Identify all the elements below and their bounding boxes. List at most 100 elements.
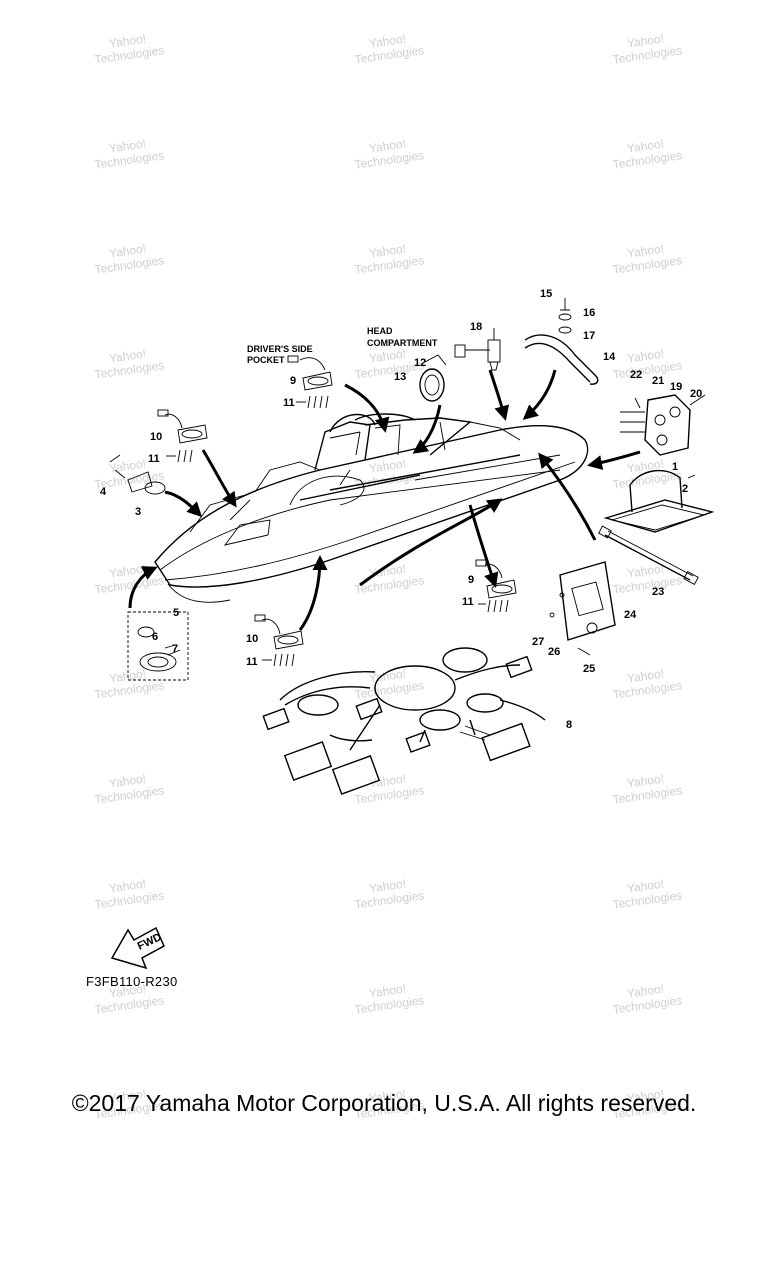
callout-27: 27 (532, 636, 544, 648)
svg-text:Yahoo!: Yahoo! (368, 137, 407, 156)
callout-labels: 1 2 3 4 5 6 7 8 9 10 11 11 12 13 14 15 1… (100, 288, 702, 731)
svg-text:Yahoo!: Yahoo! (626, 667, 665, 686)
relay-19-22 (620, 394, 706, 456)
battery-box-1-2 (603, 469, 715, 533)
svg-text:Yahoo!: Yahoo! (108, 347, 147, 366)
svg-text:Yahoo!: Yahoo! (626, 877, 665, 896)
callout-17: 17 (583, 330, 595, 342)
courtesy-lamp-9-lower (475, 559, 517, 613)
watermark-layer: Yahoo!TechnologiesYahoo!TechnologiesYaho… (94, 32, 683, 1122)
label-drivers-side-pocket-2: POCKET (247, 355, 285, 365)
svg-text:Yahoo!: Yahoo! (368, 347, 407, 366)
label-drivers-side-pocket-1: DRIVER'S SIDE (247, 344, 313, 354)
svg-text:Yahoo!: Yahoo! (108, 137, 147, 156)
watermark-1-2: Yahoo!Technologies (612, 137, 683, 172)
watermark-3-0: Yahoo!Technologies (94, 347, 165, 382)
watermark-8-0: Yahoo!Technologies (94, 877, 165, 912)
watermark-6-2: Yahoo!Technologies (612, 667, 683, 702)
watermark-6-0: Yahoo!Technologies (94, 667, 165, 702)
callout-10b: 10 (246, 633, 258, 645)
watermark-9-1: Yahoo!Technologies (354, 982, 425, 1017)
watermark-2-1: Yahoo!Technologies (354, 242, 425, 277)
callout-11d: 11 (246, 656, 258, 668)
watermark-0-2: Yahoo!Technologies (612, 32, 683, 67)
watermark-7-1: Yahoo!Technologies (354, 772, 425, 807)
callout-3: 3 (135, 506, 141, 518)
svg-text:Yahoo!: Yahoo! (108, 772, 147, 791)
callout-2: 2 (682, 483, 688, 495)
svg-text:Yahoo!: Yahoo! (368, 32, 407, 51)
watermark-1-1: Yahoo!Technologies (354, 137, 425, 172)
label-head-compartment-2: COMPARTMENT (367, 338, 438, 348)
svg-text:Yahoo!: Yahoo! (368, 242, 407, 261)
watermark-3-2: Yahoo!Technologies (612, 347, 683, 382)
svg-text:Yahoo!: Yahoo! (368, 1087, 407, 1106)
callout-9b: 9 (468, 574, 474, 586)
callout-11c: 11 (462, 596, 474, 608)
callout-22: 22 (630, 369, 642, 381)
boat-hull (154, 413, 589, 603)
watermark-7-2: Yahoo!Technologies (612, 772, 683, 807)
svg-text:Yahoo!: Yahoo! (626, 982, 665, 1001)
watermark-8-1: Yahoo!Technologies (354, 877, 425, 912)
callout-11a: 11 (283, 397, 295, 409)
watermark-0-1: Yahoo!Technologies (354, 32, 425, 67)
watermark-1-0: Yahoo!Technologies (94, 137, 165, 172)
svg-text:Yahoo!: Yahoo! (108, 242, 147, 261)
svg-text:Yahoo!: Yahoo! (368, 562, 407, 581)
callout-16: 16 (583, 307, 595, 319)
callout-6: 6 (152, 631, 158, 643)
callout-19: 19 (670, 381, 682, 393)
svg-text:Yahoo!: Yahoo! (108, 877, 147, 896)
callout-21: 21 (652, 375, 664, 387)
svg-text:Yahoo!: Yahoo! (626, 772, 665, 791)
watermark-9-2: Yahoo!Technologies (612, 982, 683, 1017)
callout-4: 4 (100, 486, 107, 498)
watermark-8-2: Yahoo!Technologies (612, 877, 683, 912)
callout-20: 20 (690, 388, 702, 400)
copyright-notice: ©2017 Yamaha Motor Corporation, U.S.A. A… (71, 1090, 697, 1116)
callout-25: 25 (583, 663, 595, 675)
watermark-6-1: Yahoo!Technologies (354, 667, 425, 702)
bracket-14-17 (524, 298, 599, 385)
sensor-18 (454, 328, 501, 371)
svg-text:Yahoo!: Yahoo! (626, 242, 665, 261)
figure-code: F3FB110-R230 (86, 974, 178, 989)
svg-text:Yahoo!: Yahoo! (108, 982, 147, 1001)
callout-24: 24 (624, 609, 637, 621)
watermark-2-2: Yahoo!Technologies (612, 242, 683, 277)
ecu-24 (549, 561, 616, 656)
svg-text:Yahoo!: Yahoo! (626, 1087, 665, 1106)
inset-5-6-7 (127, 611, 189, 681)
courtesy-lamp-9-top (287, 355, 333, 409)
svg-text:Yahoo!: Yahoo! (108, 667, 147, 686)
callout-1: 1 (672, 461, 678, 473)
svg-text:Yahoo!: Yahoo! (626, 137, 665, 156)
callout-5: 5 (173, 607, 179, 619)
courtesy-lamp-10-lower (254, 614, 304, 667)
fwd-arrow-icon: FWD (110, 926, 165, 970)
svg-text:Yahoo!: Yahoo! (626, 562, 665, 581)
svg-text:Yahoo!: Yahoo! (626, 347, 665, 366)
watermark-5-0: Yahoo!Technologies (94, 562, 165, 597)
wire-harness-8 (262, 647, 546, 795)
callout-7: 7 (172, 643, 178, 655)
callout-8: 8 (566, 719, 572, 731)
svg-text:Yahoo!: Yahoo! (626, 32, 665, 51)
label-head-compartment-1: HEAD (367, 326, 393, 336)
cable-23 (598, 525, 699, 585)
callout-18: 18 (470, 321, 482, 333)
svg-text:Yahoo!: Yahoo! (108, 457, 147, 476)
callout-12: 12 (414, 357, 426, 369)
callout-11b: 11 (148, 453, 160, 465)
callout-15: 15 (540, 288, 552, 300)
watermark-2-0: Yahoo!Technologies (94, 242, 165, 277)
svg-text:Yahoo!: Yahoo! (368, 877, 407, 896)
svg-text:Yahoo!: Yahoo! (368, 982, 407, 1001)
callout-13: 13 (394, 371, 406, 383)
leader-arrows (128, 369, 641, 631)
svg-text:Yahoo!: Yahoo! (108, 562, 147, 581)
watermark-0-0: Yahoo!Technologies (94, 32, 165, 67)
svg-text:Yahoo!: Yahoo! (108, 32, 147, 51)
